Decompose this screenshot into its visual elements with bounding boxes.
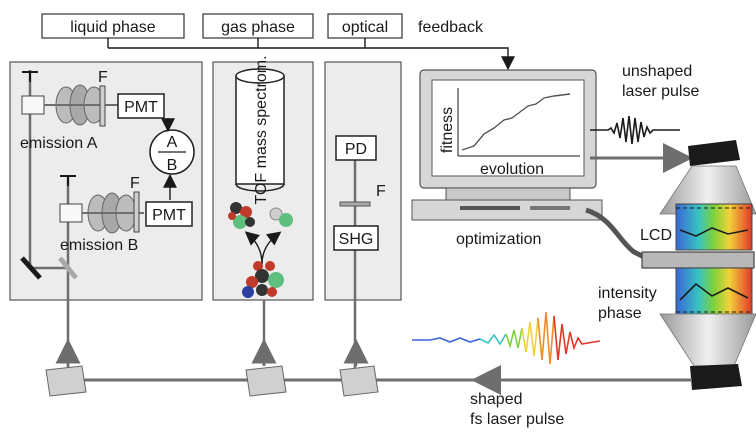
optimization-label: optimization bbox=[456, 231, 541, 248]
label-feedback: feedback bbox=[418, 19, 484, 36]
unshaped-label-1: unshaped bbox=[622, 63, 692, 80]
sample-cell-a bbox=[21, 84, 118, 126]
shaped-label-1: shaped bbox=[470, 391, 523, 408]
label-optical: optical bbox=[327, 13, 403, 39]
mask-bottom bbox=[675, 267, 753, 315]
mirror-optical bbox=[339, 365, 379, 397]
svg-text:PMT: PMT bbox=[152, 207, 186, 224]
shg-box: SHG bbox=[333, 225, 379, 251]
shaped-label-2: fs laser pulse bbox=[470, 411, 564, 428]
parent-molecule bbox=[242, 261, 284, 298]
computer-base bbox=[411, 199, 603, 221]
mirror-liquid bbox=[45, 365, 87, 397]
fitness-plot bbox=[457, 88, 580, 157]
pd-box: PD bbox=[335, 135, 377, 161]
emission-b-label: emission B bbox=[60, 237, 138, 254]
feedback-line bbox=[107, 38, 515, 71]
svg-text:PD: PD bbox=[345, 141, 367, 158]
lens-bottom bbox=[659, 313, 756, 367]
unshaped-label-2: laser pulse bbox=[622, 83, 699, 100]
filter-b-label: F bbox=[130, 175, 140, 192]
filter-optical bbox=[339, 201, 371, 207]
shaped-pulse bbox=[412, 311, 601, 365]
grating-top bbox=[688, 140, 740, 166]
lens-top bbox=[659, 165, 756, 215]
mirror-bottom-left bbox=[20, 256, 42, 280]
ratio-divider: A B bbox=[149, 129, 195, 175]
filter-b bbox=[133, 191, 140, 233]
ratio-b: B bbox=[167, 157, 178, 174]
fragment-atoms bbox=[269, 207, 293, 227]
label-liquid-phase: liquid phase bbox=[41, 13, 185, 39]
pmt-b: PMT bbox=[145, 201, 193, 227]
filter-optical-label: F bbox=[376, 183, 386, 200]
phase-label: phase bbox=[598, 305, 642, 322]
grating-bottom bbox=[690, 364, 742, 390]
intensity-label: intensity bbox=[598, 285, 657, 302]
sample-cell-b bbox=[59, 192, 144, 234]
svg-text:SHG: SHG bbox=[339, 231, 374, 248]
filter-a bbox=[99, 85, 106, 127]
lcd-cable bbox=[585, 207, 648, 261]
mirror-gas bbox=[245, 365, 287, 397]
beamsplitter bbox=[58, 256, 78, 280]
svg-text:PMT: PMT bbox=[124, 99, 158, 116]
mirror-mid bbox=[60, 175, 76, 186]
fitness-label: fitness bbox=[439, 107, 456, 153]
svg-text:liquid phase: liquid phase bbox=[70, 19, 156, 36]
lcd-panel bbox=[641, 251, 755, 269]
fragment-molecule bbox=[228, 202, 255, 229]
fragment-arrows bbox=[244, 231, 282, 265]
beam-up-arrows bbox=[55, 300, 369, 366]
svg-text:gas phase: gas phase bbox=[221, 19, 295, 36]
lcd-label: LCD bbox=[640, 227, 672, 244]
mask-top bbox=[675, 203, 753, 251]
ratio-a: A bbox=[167, 134, 178, 151]
tof-label: TOF mass spectrom. bbox=[253, 55, 270, 204]
tof-cylinder: TOF mass spectrom. bbox=[235, 55, 285, 205]
unshaped-pulse bbox=[590, 115, 680, 145]
pmt-a: PMT bbox=[117, 93, 165, 119]
filter-a-label: F bbox=[98, 69, 108, 86]
panel-optical bbox=[324, 61, 402, 301]
label-gas-phase: gas phase bbox=[202, 13, 314, 39]
evolution-label: evolution bbox=[480, 161, 544, 178]
mirror-top bbox=[22, 71, 38, 82]
svg-text:optical: optical bbox=[342, 19, 388, 36]
emission-a-label: emission A bbox=[20, 135, 98, 152]
